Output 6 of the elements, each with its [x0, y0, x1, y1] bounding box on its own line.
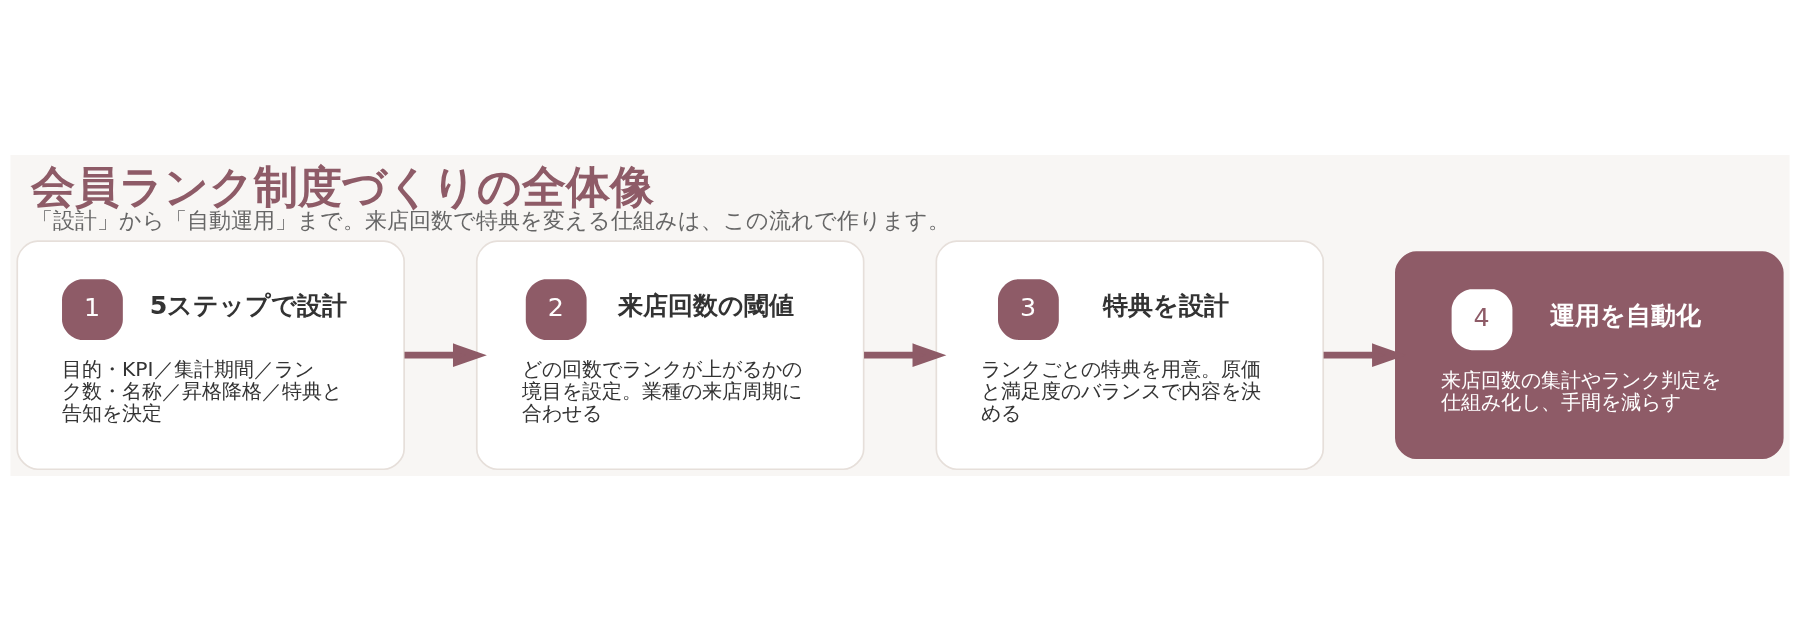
node-box: 2 来店回数の閾値 どの回数でランクが上がるかの境目を設定。業種の来店周期に合わせる — [475, 239, 865, 470]
arrow — [864, 342, 947, 367]
node-box: 4 運用を自動化 来店回数の集計やランク判定を仕組み化し、手間を減らす — [1395, 250, 1784, 459]
arrow — [404, 342, 487, 367]
node-box: 1 5ステップで設計 目的・KPI／集計期間／ランク数・名称／昇格降格／特典と告知を決定 — [16, 239, 405, 470]
node-box: 3 特典を設計 ランクごとの特典を用意。原価と満足度のバランスで内容を決める — [935, 239, 1325, 470]
